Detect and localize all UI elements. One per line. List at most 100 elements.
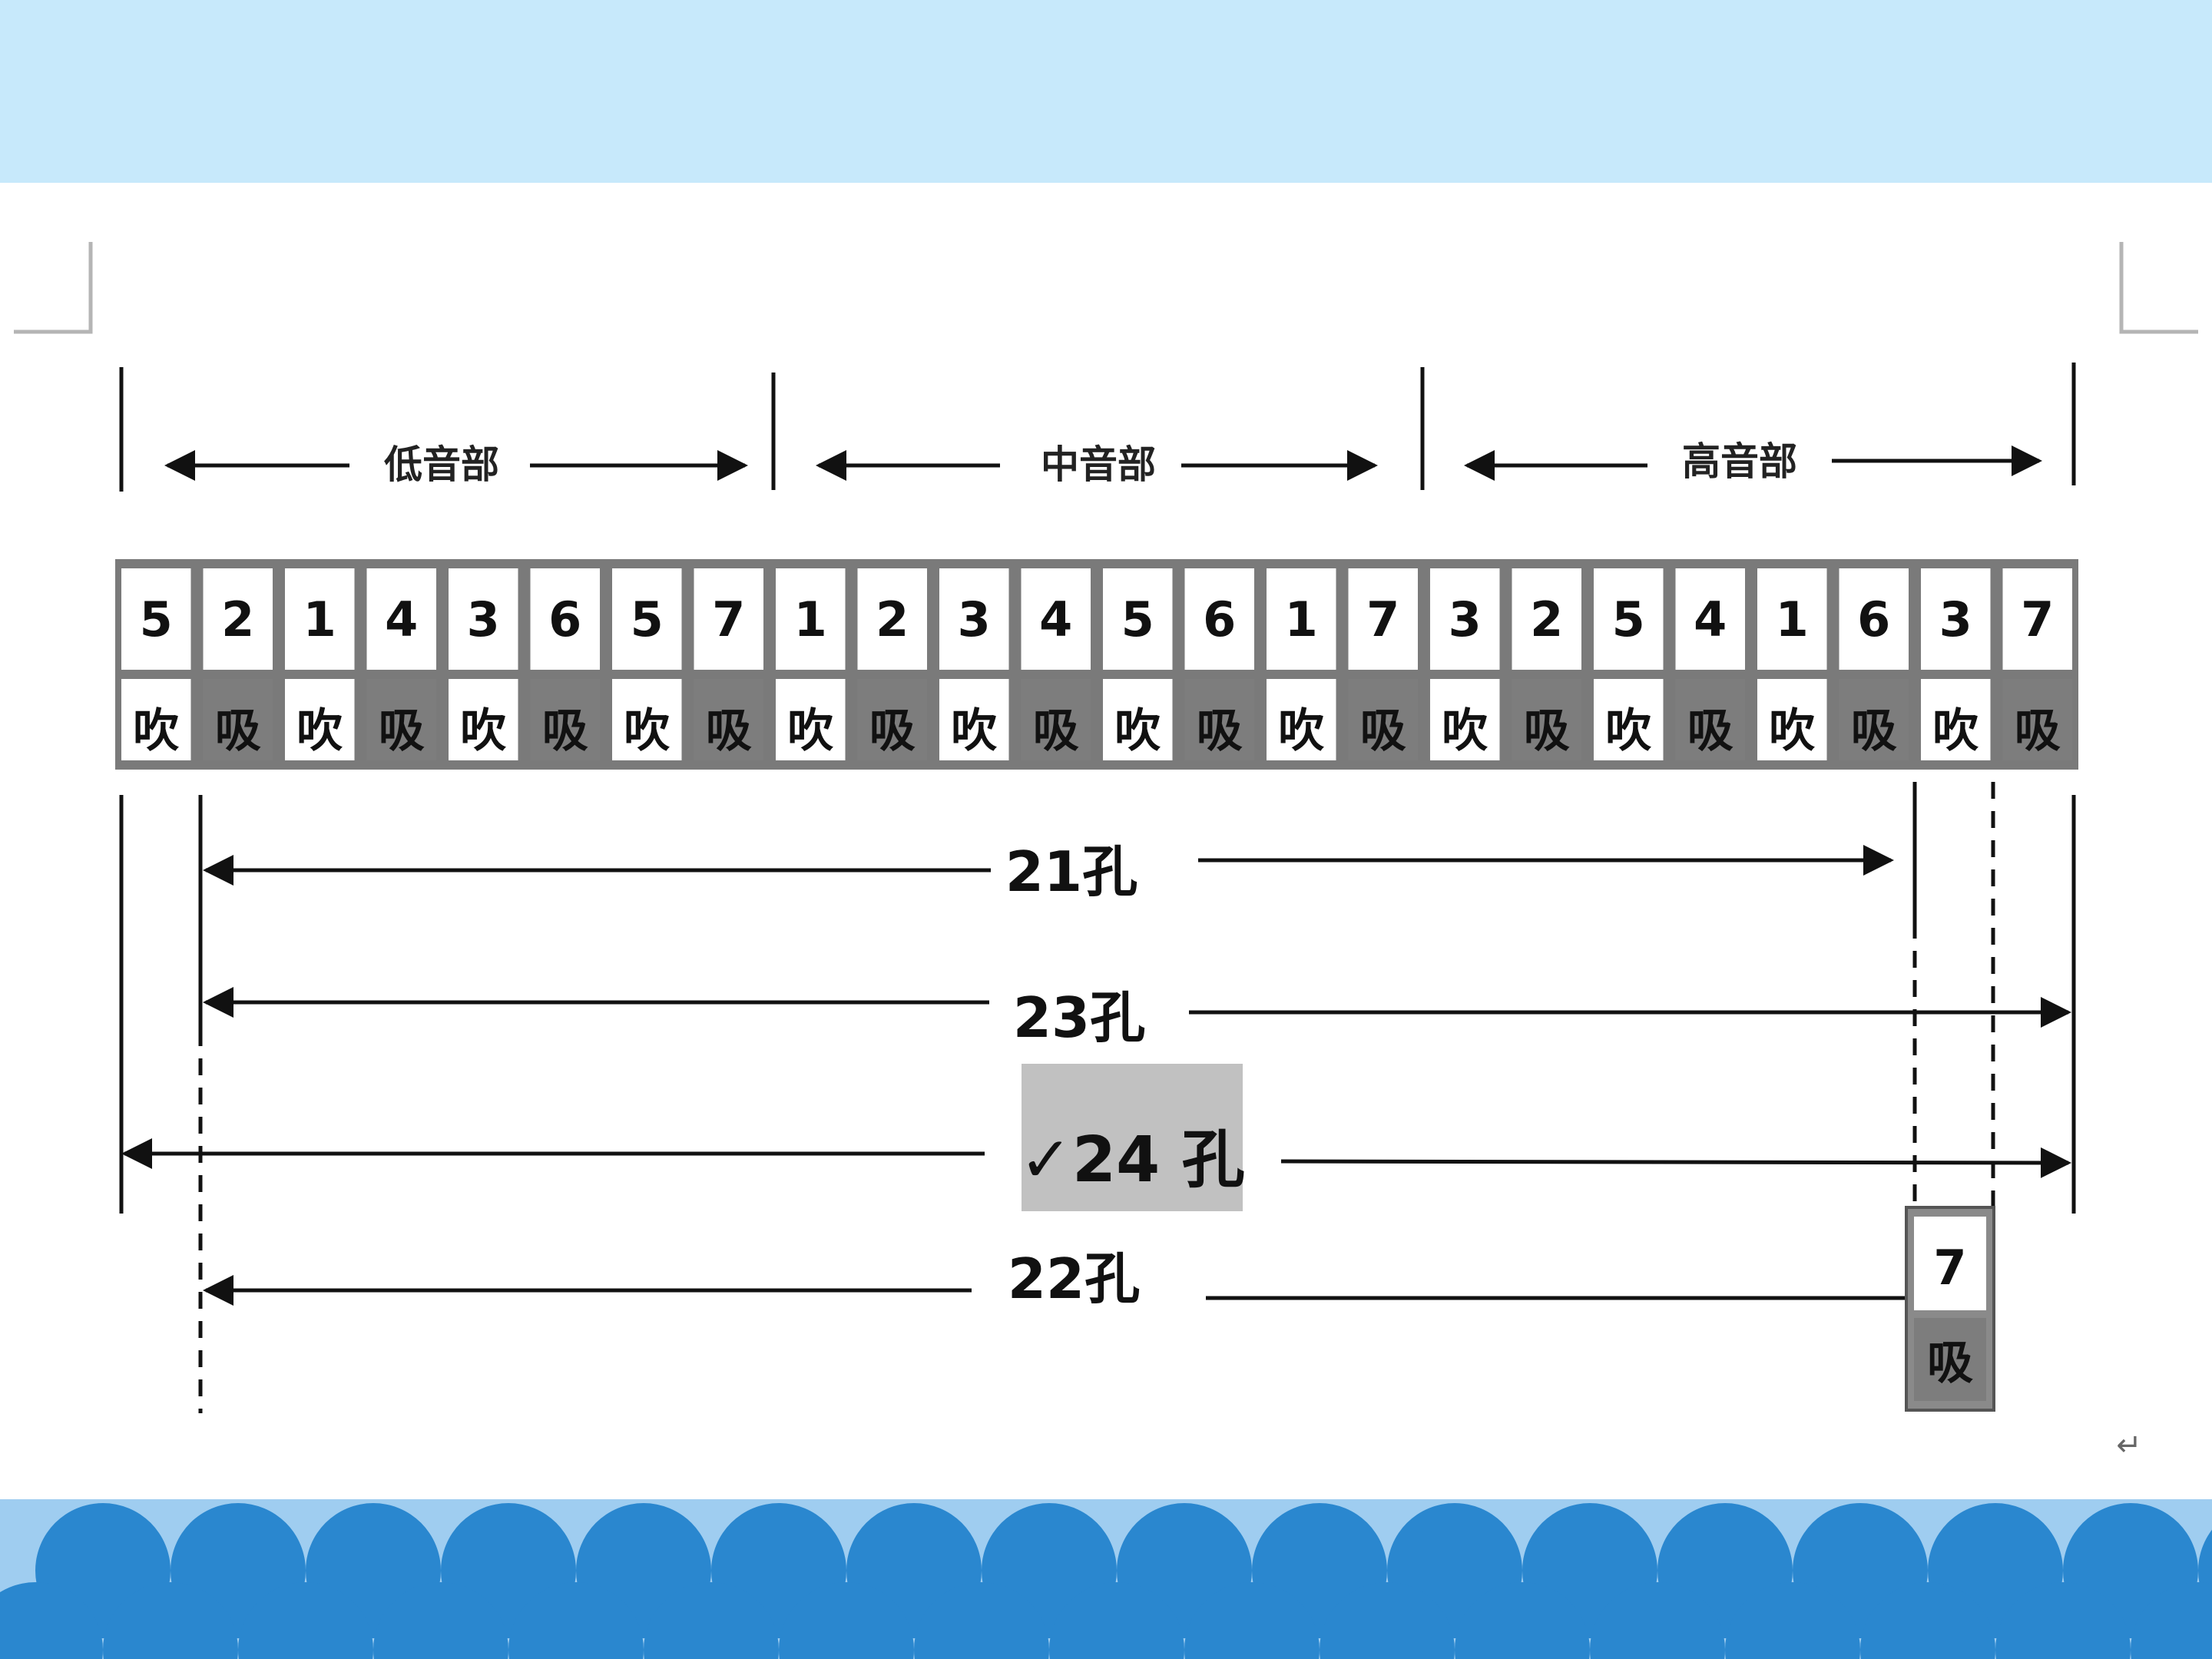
hole-breath: 吸 [215,704,261,758]
blow-cell [776,679,846,760]
hole-note: 6 [1203,591,1236,647]
hole-breath: 吹 [1442,704,1488,758]
hole-note-cell [1757,568,1827,670]
hole-note: 5 [140,591,173,647]
hole-note-cell [612,568,682,670]
draw-cell [857,679,927,760]
crop-marks [14,242,2198,334]
hole-breath: 吹 [1605,704,1651,758]
hole-note: 6 [548,591,581,647]
hole-breath: 吸 [1360,704,1406,758]
hole-note: 7 [712,591,745,647]
blow-cell [1757,679,1827,760]
hole-note: 4 [1039,591,1072,647]
range-label-22: 22孔 [1008,1247,1140,1311]
section-dividers [119,363,2076,492]
hole-note-cell [1512,568,1581,670]
hole-breath: 吸 [1033,704,1079,758]
section-label-high: 高音部 [1682,439,1797,484]
blow-cell [1594,679,1664,760]
blow-cell [1430,679,1500,760]
hole-breath: 吹 [1769,704,1815,758]
wave-scallop [103,1582,238,1659]
range-label-23: 23孔 [1013,985,1145,1050]
hole-note-cell [1348,568,1418,670]
blow-cell [121,679,191,760]
wave-scallop [1995,1582,2131,1659]
wave-scallop [644,1582,779,1659]
wave-scallop [1860,1582,1995,1659]
hole-note: 3 [1449,591,1482,647]
wave-scallop [238,1582,373,1659]
draw-cell [366,679,436,760]
wave-scallop [373,1582,508,1659]
hole-breath: 吹 [1932,704,1979,758]
draw-cell [203,679,273,760]
draw-cell [1184,679,1254,760]
hole-note-cell [2002,568,2072,670]
extra-hole: 7 吸 [1905,1206,1995,1412]
draw-cell [2002,679,2072,760]
hole-note: 7 [1366,591,1399,647]
hole-note-cell [121,568,191,670]
hole-note-cell [857,568,927,670]
wave-footer [0,1499,2212,1659]
wave-scallop [1184,1582,1320,1659]
hole-breath: 吹 [787,704,833,758]
hole-breath: 吹 [1114,704,1161,758]
hole-breath: 吹 [1278,704,1324,758]
hole-note-cell [1921,568,1991,670]
hole-note-cell [449,568,518,670]
harmonica-frame [115,559,2078,770]
blow-cell [449,679,518,760]
return-mark: ↵ [2116,1428,2142,1463]
wave-scallop [2131,1582,2212,1659]
wave-scallop [1049,1582,1184,1659]
hole-note-cell [1103,568,1173,670]
hole-note: 5 [1121,591,1154,647]
range-label-21: 21孔 [1005,839,1137,904]
wave-scallop [0,1582,103,1659]
hole-breath: 吸 [706,704,752,758]
wave-scallop [1725,1582,1860,1659]
section-label-low: 低音部 [384,442,499,487]
wave-scallop [1320,1582,1455,1659]
hole-note-cell [694,568,763,670]
hole-note: 3 [958,591,991,647]
hole-note: 1 [794,591,827,647]
wave-scallop [914,1582,1049,1659]
blow-cell [1267,679,1336,760]
harmonica-strip: 5吹2吸1吹4吸3吹6吸5吹7吸1吹2吸3吹4吸5吹6吸1吹7吸3吹2吸5吹4吸… [115,559,2078,770]
hole-breath: 吹 [624,704,670,758]
section-label-mid: 中音部 [1041,442,1156,487]
hole-note: 1 [303,591,336,647]
range-24-holes: ✓24 孔 [121,1064,2071,1211]
hole-note-cell [1430,568,1500,670]
blow-cell [939,679,1009,760]
draw-cell [694,679,763,760]
hole-note: 1 [1776,591,1809,647]
hole-breath: 吸 [1197,704,1243,758]
hole-note-cell [366,568,436,670]
header-band [0,0,2212,183]
extra-hole-note: 7 [1933,1240,1966,1296]
hole-breath: 吸 [379,704,425,758]
draw-cell [1021,679,1091,760]
hole-note-cell [1021,568,1091,670]
hole-note-cell [939,568,1009,670]
hole-breath: 吸 [2015,704,2061,758]
hole-note-cell [776,568,846,670]
hole-breath: 吸 [869,704,916,758]
wave-scallop [779,1582,914,1659]
hole-note-cell [1839,568,1909,670]
section-arrows [164,445,2042,481]
hole-note: 6 [1857,591,1890,647]
hole-note: 2 [876,591,909,647]
draw-cell [1839,679,1909,760]
range-23-holes: 23孔 [203,985,2071,1050]
blow-cell [1103,679,1173,760]
draw-cell [530,679,600,760]
hole-note: 3 [1939,591,1972,647]
hole-note: 4 [1694,591,1727,647]
